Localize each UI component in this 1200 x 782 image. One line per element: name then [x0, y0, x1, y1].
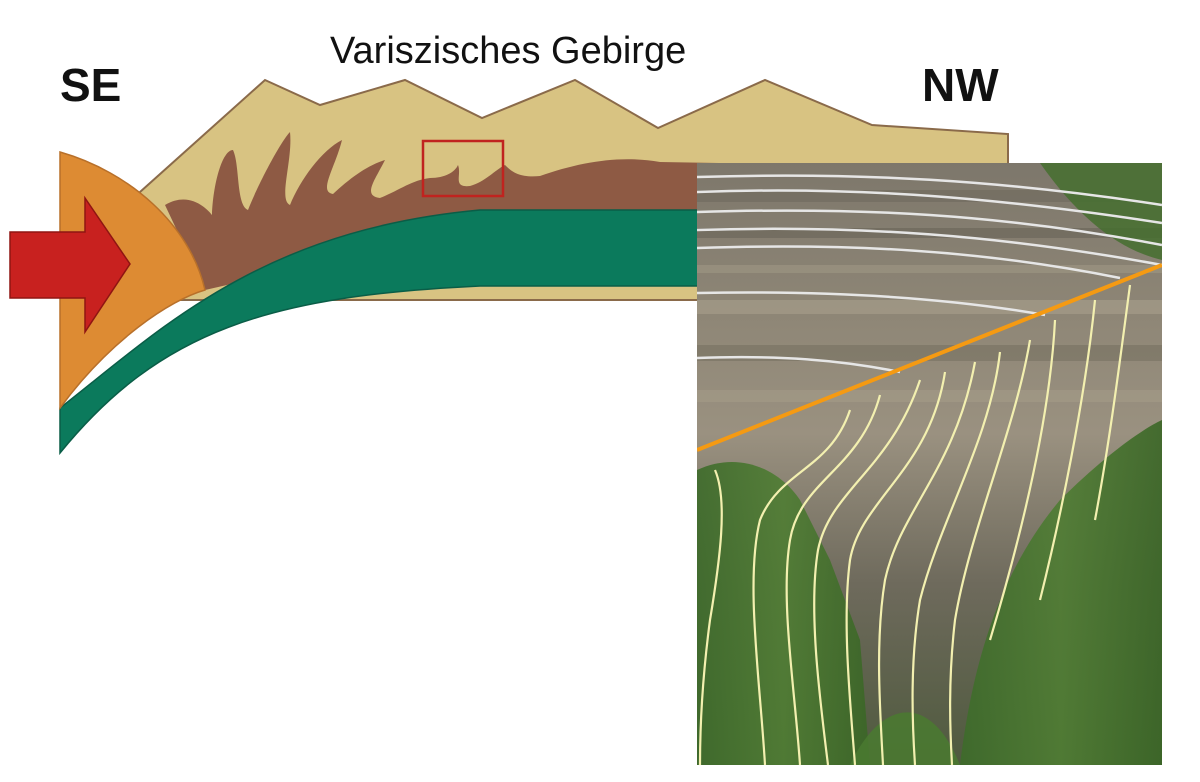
outcrop-photo-inset [697, 163, 1162, 765]
direction-label-nw: NW [922, 59, 999, 111]
detail-highlight-box [421, 139, 505, 198]
direction-label-se: SE [60, 59, 122, 111]
compression-arrow [9, 195, 131, 335]
diagram-title: Variszisches Gebirge [330, 30, 687, 72]
